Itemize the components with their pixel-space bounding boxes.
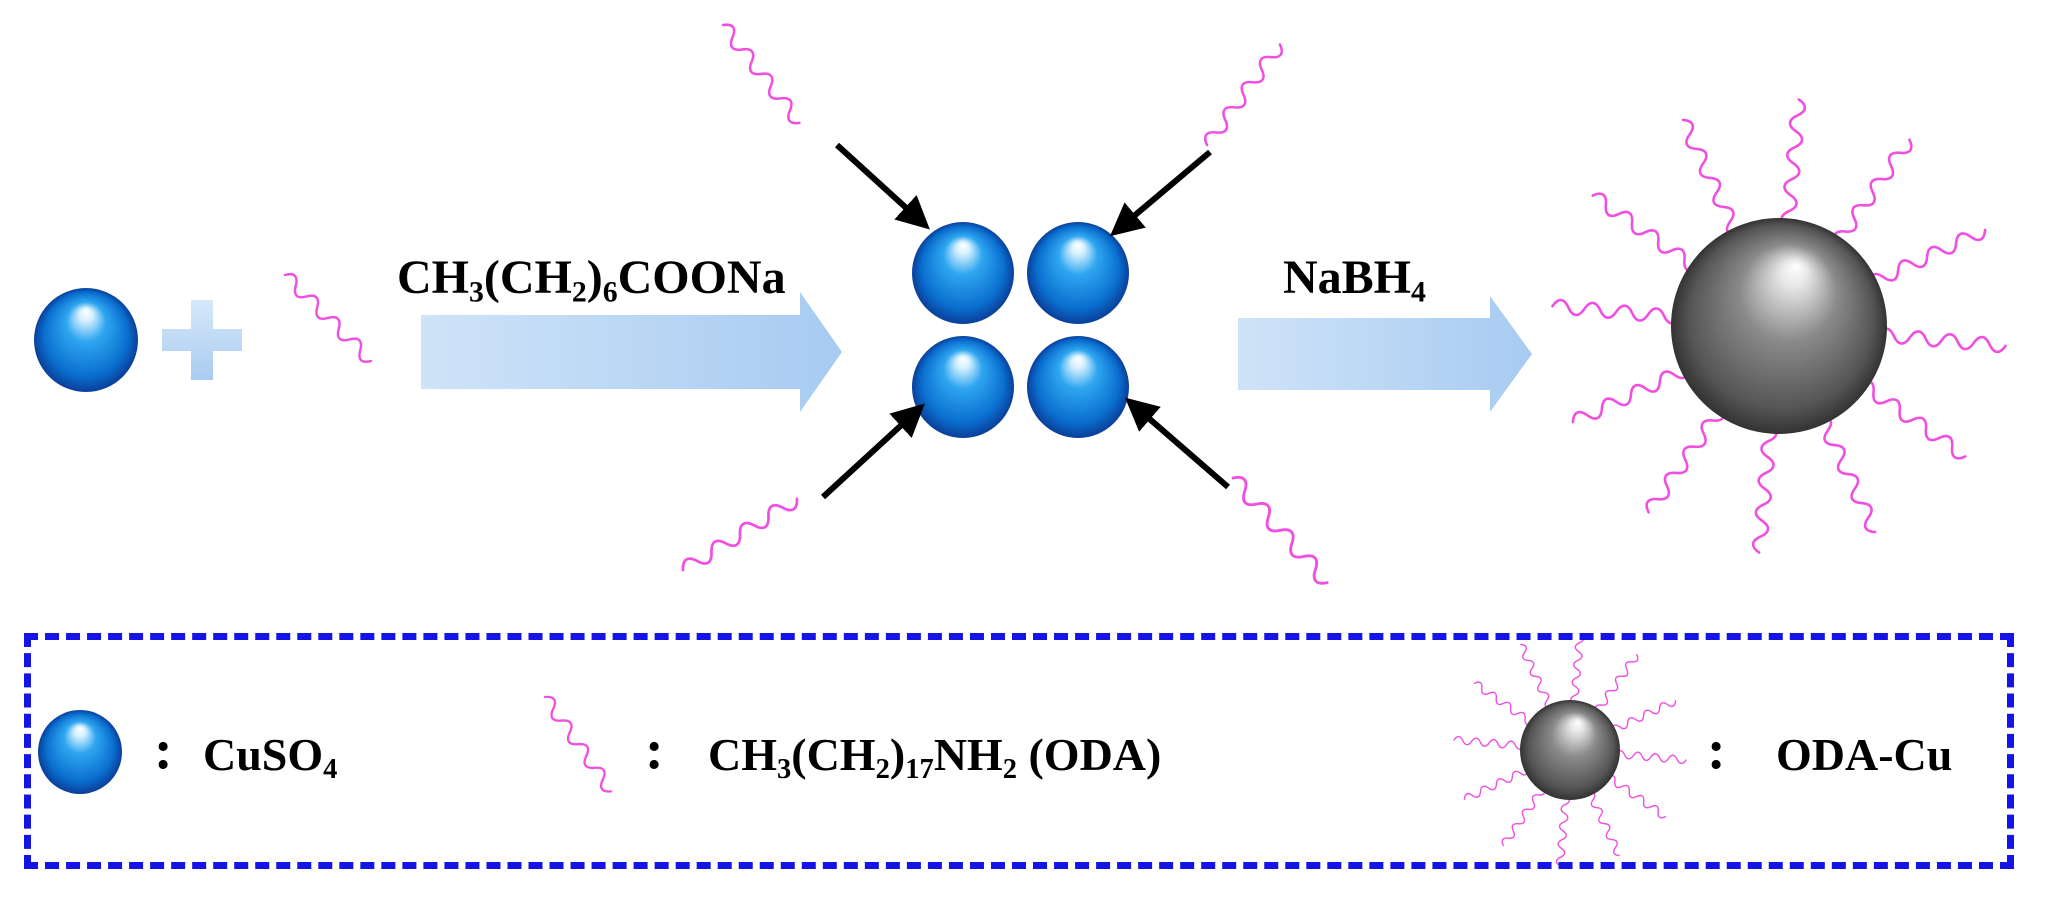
process-arrow-icon — [421, 292, 842, 412]
legend-box — [24, 633, 2014, 869]
attach-arrows — [820, 142, 1230, 500]
legend-oda-label: CH3(CH2)17NH2 (ODA) — [708, 729, 1162, 785]
oda-chain-icon — [1864, 222, 1990, 292]
cuso4-sphere-icon — [912, 336, 1014, 438]
oda-chain-icon — [279, 269, 377, 367]
attach-arrow-icon — [1125, 397, 1230, 490]
oda-cu-particle-icon — [1550, 97, 2008, 555]
cuso4-sphere-icon — [1027, 336, 1129, 438]
attach-arrow-icon — [834, 142, 930, 230]
oda-chain-icon — [1641, 402, 1729, 518]
cuso4-cluster — [912, 222, 1129, 438]
cuso4-sphere-icon — [1027, 222, 1129, 324]
oda-chain-icon — [1200, 39, 1287, 151]
oda-chain-icon — [1829, 134, 1917, 250]
oda-chain-icon — [1675, 115, 1745, 241]
oda-chain-icon — [1568, 360, 1694, 430]
cuso4-sphere-icon — [34, 288, 138, 392]
cuso4-sphere-icon — [912, 222, 1014, 324]
legend-colon: : — [645, 719, 664, 781]
oda-chain-icon — [1587, 188, 1703, 276]
process-arrow-icon — [1238, 296, 1532, 412]
attach-arrow-icon — [1109, 149, 1212, 237]
oda-chain-icon — [1779, 97, 1807, 229]
oda-chain-icon — [1813, 411, 1883, 537]
oda-chain-icon — [1550, 298, 1682, 326]
cu-sphere-icon — [1520, 700, 1620, 800]
oda-chain-icon — [1876, 326, 2008, 354]
legend-oda-cu-label: ODA-Cu — [1776, 729, 1953, 780]
oda-chain-icon — [1226, 471, 1335, 590]
plus-icon — [162, 300, 242, 380]
attach-arrow-icon — [820, 403, 925, 500]
oda-cu-particle-icon — [1453, 633, 1687, 867]
oda-chain-icon — [716, 19, 806, 129]
reagent-1-label: CH3(CH2)6COONa — [397, 251, 786, 309]
oda-chains-center — [677, 19, 1335, 590]
legend-colon: : — [154, 719, 173, 781]
cu-sphere-icon — [1671, 218, 1887, 434]
reagent-2-label: NaBH4 — [1283, 251, 1426, 309]
oda-chain-icon — [1855, 376, 1971, 464]
legend-colon: : — [1707, 719, 1726, 781]
legend-cuso4-label: CuSO4 — [203, 729, 338, 785]
oda-chain-icon — [1751, 423, 1779, 555]
cuso4-sphere-icon — [38, 710, 122, 794]
oda-chain-icon — [677, 491, 803, 578]
